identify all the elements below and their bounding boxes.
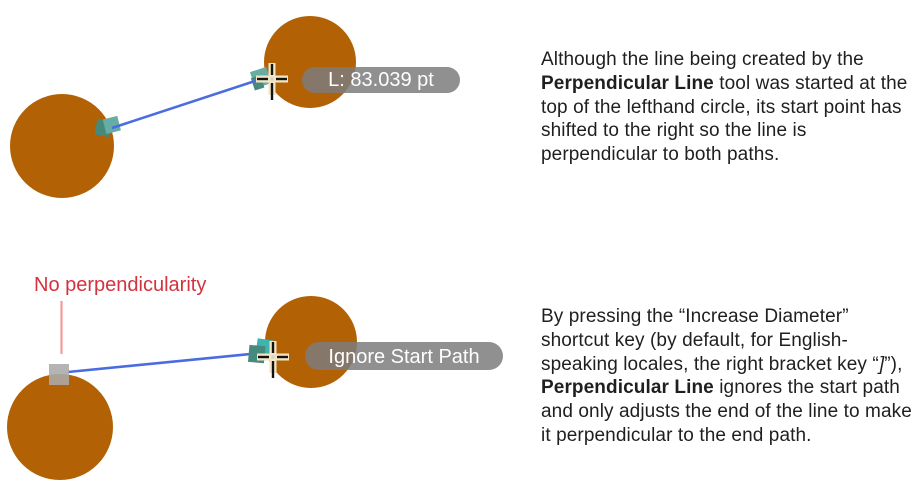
ignore-start-path-tooltip: Ignore Start Path xyxy=(305,342,503,370)
top-left-circle-shape[interactable] xyxy=(10,94,114,198)
start-node-gray-handle[interactable] xyxy=(49,364,69,385)
crosshair-center-dot xyxy=(270,77,274,81)
tooltip-label: L: 83.039 pt xyxy=(328,69,434,91)
text-segment: Perpendicular Line xyxy=(541,377,714,399)
crosshair-arm-bottom xyxy=(271,361,275,378)
length-tooltip: L: 83.039 pt xyxy=(302,67,460,93)
text-segment: ] xyxy=(878,353,885,375)
top-right-circle-shape[interactable] xyxy=(264,16,356,108)
text-segment: By pressing the “Increase Diameter” shor… xyxy=(541,306,879,375)
tooltip-pill xyxy=(305,342,503,370)
crosshair-arm-right xyxy=(277,355,288,359)
no-perpendicularity-label: No perpendicularity xyxy=(34,274,206,296)
handle-light-square[interactable] xyxy=(102,115,121,135)
crosshair-arm-top xyxy=(270,64,274,75)
text-segment: ”), xyxy=(884,353,903,375)
top-diagram: L: 83.039 pt xyxy=(10,16,460,198)
tooltip-pill xyxy=(302,67,460,93)
crosshair-center-dot xyxy=(271,355,275,359)
text-segment: Although the line being created by the xyxy=(541,49,864,70)
text-segment: Perpendicular Line xyxy=(541,72,714,94)
description-paragraph-top: Although the line being created by the P… xyxy=(541,48,917,167)
perpendicular-line[interactable] xyxy=(111,77,262,130)
description-paragraph-bottom: By pressing the “Increase Diameter” shor… xyxy=(541,305,917,448)
start-node-handle[interactable] xyxy=(94,115,121,138)
crosshair-arm-top xyxy=(271,342,275,353)
perpendicular-line[interactable] xyxy=(67,351,262,374)
tooltip-label: Ignore Start Path xyxy=(328,346,479,368)
crosshair-arm-right xyxy=(276,77,287,81)
text-segment: tool was started at the top of the lefth… xyxy=(541,72,908,166)
text-segment: ignores the start path and only adjusts … xyxy=(541,377,912,446)
crosshair-arm-left xyxy=(257,77,268,81)
crosshair-cursor-icon xyxy=(256,63,288,100)
crosshair-cursor-icon xyxy=(257,341,289,378)
crosshair-arm-left xyxy=(258,355,269,359)
bottom-left-circle-shape[interactable] xyxy=(7,374,113,480)
bottom-diagram: No perpendicularity Ignore Start Path xyxy=(7,274,503,480)
crosshair-arm-bottom xyxy=(270,83,274,100)
